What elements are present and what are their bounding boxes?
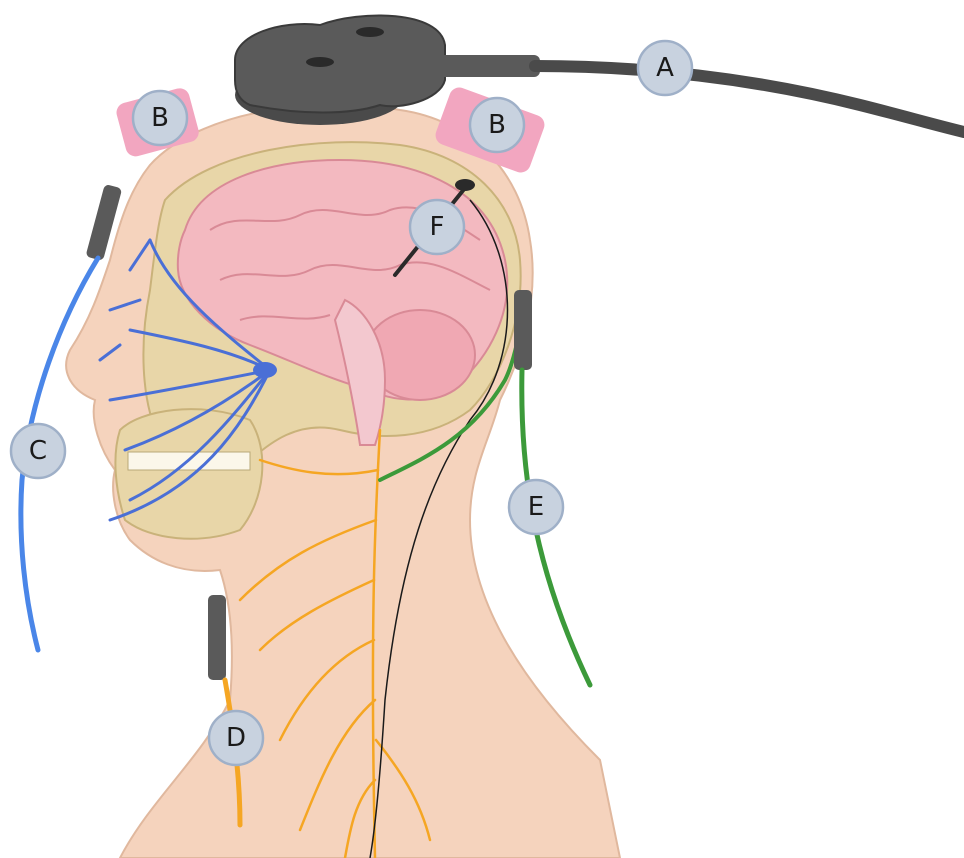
label-a: A (638, 41, 692, 95)
jaw (115, 409, 262, 539)
label-c: C (11, 424, 65, 478)
svg-text:D: D (226, 723, 246, 753)
label-d: D (209, 711, 263, 765)
svg-text:B: B (488, 110, 506, 140)
svg-text:C: C (29, 436, 47, 466)
electrode-e (514, 290, 532, 370)
svg-text:A: A (656, 53, 674, 83)
svg-text:F: F (430, 212, 445, 242)
label-b-right: B (470, 98, 524, 152)
svg-text:E: E (528, 492, 544, 522)
cable-a (535, 66, 964, 132)
label-f: F (410, 200, 464, 254)
svg-text:B: B (151, 103, 169, 133)
electrode-f (455, 179, 475, 191)
label-e: E (509, 480, 563, 534)
electrode-d (208, 595, 226, 680)
label-b-left: B (133, 91, 187, 145)
facial-ganglion (253, 362, 277, 378)
